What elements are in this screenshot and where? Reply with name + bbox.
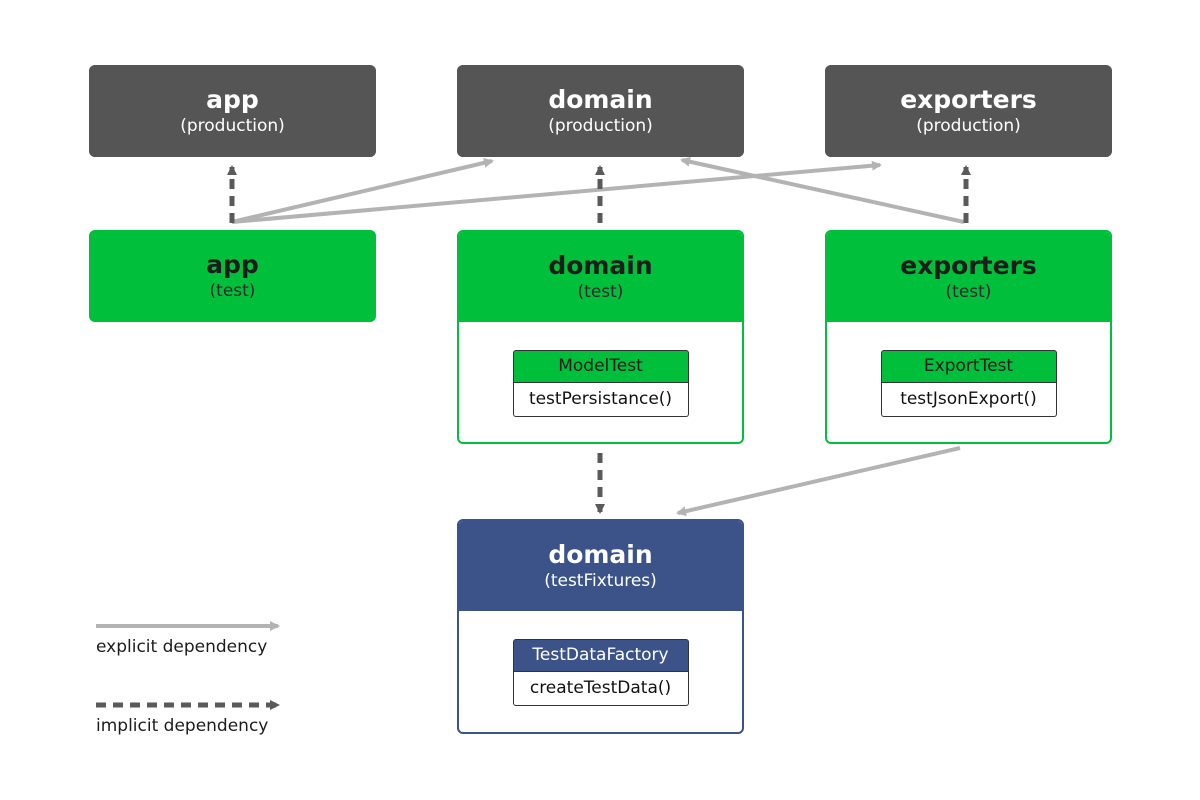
- node-name: exporters: [900, 251, 1037, 280]
- app-production-node: app (production): [89, 65, 376, 157]
- domain-testfixtures-header: domain (testFixtures): [459, 521, 742, 611]
- domain-testfixtures-node: domain (testFixtures) TestDataFactory cr…: [457, 519, 744, 734]
- class-name: ModelTest: [512, 350, 689, 383]
- class-method: testPersistance(): [512, 383, 689, 417]
- explicit-arrow-apptest-domain: [231, 157, 494, 224]
- class-name: ExportTest: [880, 350, 1057, 383]
- domain-production-header: domain (production): [457, 65, 744, 157]
- node-name: app: [206, 85, 259, 114]
- legend-explicit-label: explicit dependency: [96, 637, 268, 657]
- node-kind: (testFixtures): [544, 571, 657, 591]
- exporters-test-header: exporters (test): [827, 232, 1110, 322]
- node-name: domain: [548, 540, 653, 569]
- exporters-production-header: exporters (production): [825, 65, 1112, 157]
- node-kind: (production): [548, 116, 653, 136]
- export-test-class-box: ExportTest testJsonExport(): [880, 350, 1057, 417]
- explicit-arrow-apptest-exporters: [231, 160, 882, 224]
- domain-test-node: domain (test) ModelTest testPersistance(…: [457, 230, 744, 444]
- explicit-arrow-exporterstest-fixtures: [676, 446, 961, 517]
- node-name: app: [206, 250, 259, 279]
- app-production-header: app (production): [89, 65, 376, 157]
- model-test-class-box: ModelTest testPersistance(): [512, 350, 689, 417]
- node-kind: (production): [180, 116, 285, 136]
- app-test-header: app (test): [89, 230, 376, 322]
- node-kind: (production): [916, 116, 1021, 136]
- domain-test-header: domain (test): [459, 232, 742, 322]
- domain-production-node: domain (production): [457, 65, 744, 157]
- exporters-production-node: exporters (production): [825, 65, 1112, 157]
- exporters-test-node: exporters (test) ExportTest testJsonExpo…: [825, 230, 1112, 444]
- class-name: TestDataFactory: [512, 639, 689, 672]
- node-kind: (test): [945, 282, 992, 302]
- test-data-factory-class-box: TestDataFactory createTestData(): [512, 639, 689, 706]
- node-name: exporters: [900, 85, 1037, 114]
- app-test-node: app (test): [89, 230, 376, 322]
- legend-implicit-label: implicit dependency: [96, 716, 269, 736]
- node-name: domain: [548, 85, 653, 114]
- explicit-arrow-exporterstest-domain: [680, 156, 965, 224]
- class-method: createTestData(): [512, 672, 689, 706]
- node-name: domain: [548, 251, 653, 280]
- class-method: testJsonExport(): [880, 383, 1057, 417]
- node-kind: (test): [209, 281, 256, 301]
- node-kind: (test): [577, 282, 624, 302]
